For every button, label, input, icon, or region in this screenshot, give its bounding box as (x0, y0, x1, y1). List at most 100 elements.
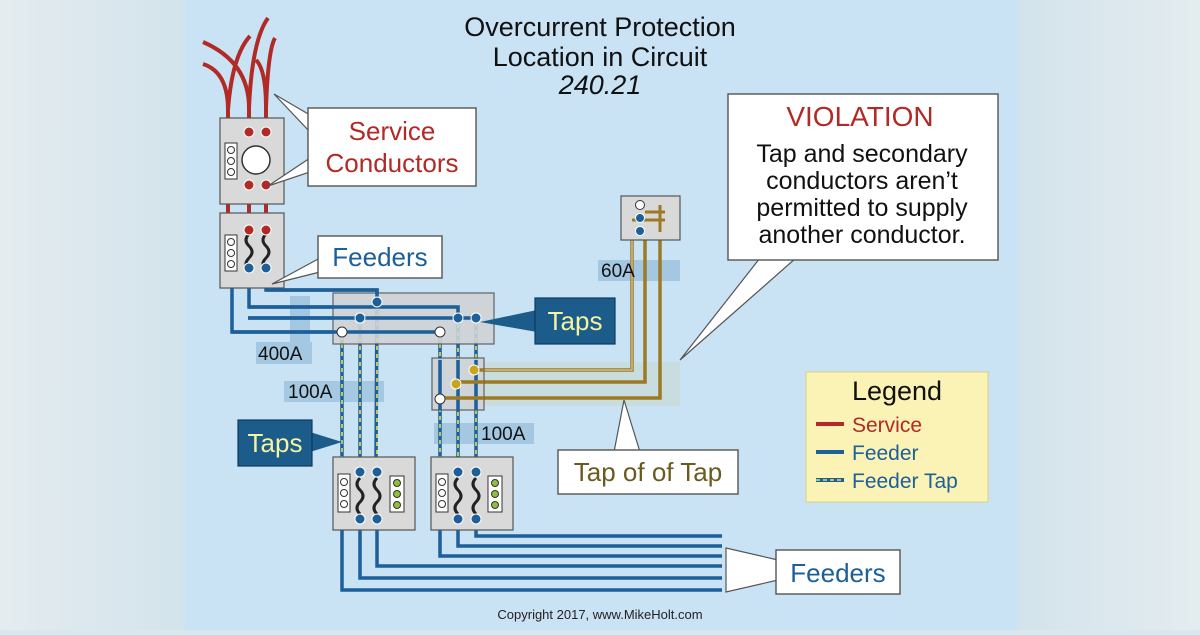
tap-of-tap-wire-3 (440, 205, 662, 400)
lug-icon (227, 260, 235, 268)
taps-right-label: Taps (548, 306, 603, 336)
ground-lug-icon (491, 490, 499, 498)
terminal-icon (260, 262, 272, 274)
violation-line-4: another conductor. (758, 221, 965, 249)
service-label-line-1: Service (349, 116, 436, 146)
ground-lug-icon (491, 479, 499, 487)
violation-line-2: conductors aren’t (766, 167, 958, 195)
splice-icon (450, 378, 462, 390)
fuse-icon (372, 476, 382, 516)
splice-icon (470, 312, 482, 324)
meter-icon (241, 145, 271, 175)
right-panelboard (430, 456, 514, 531)
highlight-400a-vertical (290, 296, 310, 344)
callout-taps-left: Taps (237, 419, 342, 467)
callout-box (307, 107, 477, 187)
left-margin (0, 0, 185, 630)
rating-400a: 400A (258, 344, 303, 365)
tap-of-tap-sheen (474, 220, 633, 371)
terminal-icon (635, 200, 645, 210)
main-breaker-enclosure (219, 212, 285, 289)
callout-violation: VIOLATION Tap and secondary conductors a… (679, 93, 999, 361)
service-label-line-2: Conductors (326, 148, 459, 178)
callout-box (727, 93, 999, 261)
tap-of-tap-junction-box (431, 357, 485, 411)
legend-label-service: Service (852, 414, 922, 437)
left-panelboard (332, 456, 416, 531)
splice-icon (354, 312, 366, 324)
legend-title: Legend (852, 376, 942, 406)
taps-left-label: Taps (248, 428, 303, 458)
legend-item-feeder: Feeder (816, 442, 919, 465)
title-line-2: Location in Circuit (493, 42, 708, 72)
terminal-icon (243, 224, 255, 236)
legend-item-service: Service (816, 414, 922, 437)
terminal-icon (635, 213, 645, 223)
callout-box (775, 549, 901, 595)
terminal-icon (635, 226, 645, 236)
callout-pointer (480, 310, 537, 332)
callout-box (317, 235, 443, 279)
lug-icon (340, 500, 348, 508)
splice-icon (336, 326, 348, 338)
service-wire-1b (247, 16, 270, 109)
splice-icon (468, 364, 480, 376)
terminal-icon (354, 466, 366, 478)
feeders-bottom-label: Feeders (790, 558, 885, 588)
terminal-icon (452, 466, 464, 478)
terminal-icon (243, 126, 255, 138)
splice-icon (371, 296, 383, 308)
legend-label-feeder: Feeder (852, 442, 919, 465)
terminal-icon (371, 466, 383, 478)
service-disconnect-enclosure (219, 117, 285, 205)
service-wire-2b (226, 34, 252, 111)
terminal-icon (243, 262, 255, 274)
service-wire-3b (264, 36, 277, 109)
tap-of-tap-wire-1 (455, 212, 647, 384)
violation-heading: VIOLATION (786, 101, 933, 132)
lug-icon (438, 489, 446, 497)
callout-tap-of-tap: Tap of of Tap (557, 399, 739, 495)
lug-icon (227, 168, 235, 176)
callout-feeders-top: Feeders (271, 235, 443, 285)
legend-label-feeder-tap: Feeder Tap (852, 470, 958, 493)
lug-icon (227, 146, 235, 154)
lug-icon (340, 478, 348, 486)
rating-100a-left: 100A (288, 382, 333, 403)
terminal-icon (470, 466, 482, 478)
ground-lug-icon (491, 501, 499, 509)
right-margin (1018, 0, 1200, 630)
feeders-top-label: Feeders (332, 242, 427, 272)
highlight-400a-label (256, 342, 312, 364)
lug-icon (227, 157, 235, 165)
ampacity-ratings: 400A 100A 100A 60A (258, 261, 635, 445)
callout-feeders-bottom: Feeders (725, 547, 901, 595)
callout-box (557, 449, 739, 495)
terminal-icon (470, 513, 482, 525)
ground-lug-icon (393, 479, 401, 487)
tap-of-tap-overlay (474, 220, 633, 371)
callout-pointer (310, 432, 342, 452)
callout-box (534, 297, 616, 345)
tap-of-tap-label: Tap of of Tap (574, 457, 722, 487)
lug-icon (227, 238, 235, 246)
rating-60a: 60A (601, 261, 635, 282)
callout-taps-right: Taps (480, 297, 616, 345)
copyright-footer: Copyright 2017, www.MikeHolt.com (497, 607, 702, 622)
terminal-icon (371, 513, 383, 525)
violation-line-1: Tap and secondary (756, 140, 968, 168)
callout-box (237, 419, 313, 467)
sixty-amp-device (620, 195, 681, 241)
lug-icon (438, 500, 446, 508)
lug-icon (438, 478, 446, 486)
terminal-icon (243, 179, 255, 191)
terminal-icon (452, 513, 464, 525)
ground-lug-icon (393, 501, 401, 509)
splice-icon (434, 393, 446, 405)
tap-junction-box (232, 288, 495, 345)
splice-icon (434, 326, 446, 338)
fuse-icon (471, 476, 481, 516)
device-box (620, 195, 681, 241)
legend: Legend Service Feeder Feeder Tap (805, 371, 989, 503)
